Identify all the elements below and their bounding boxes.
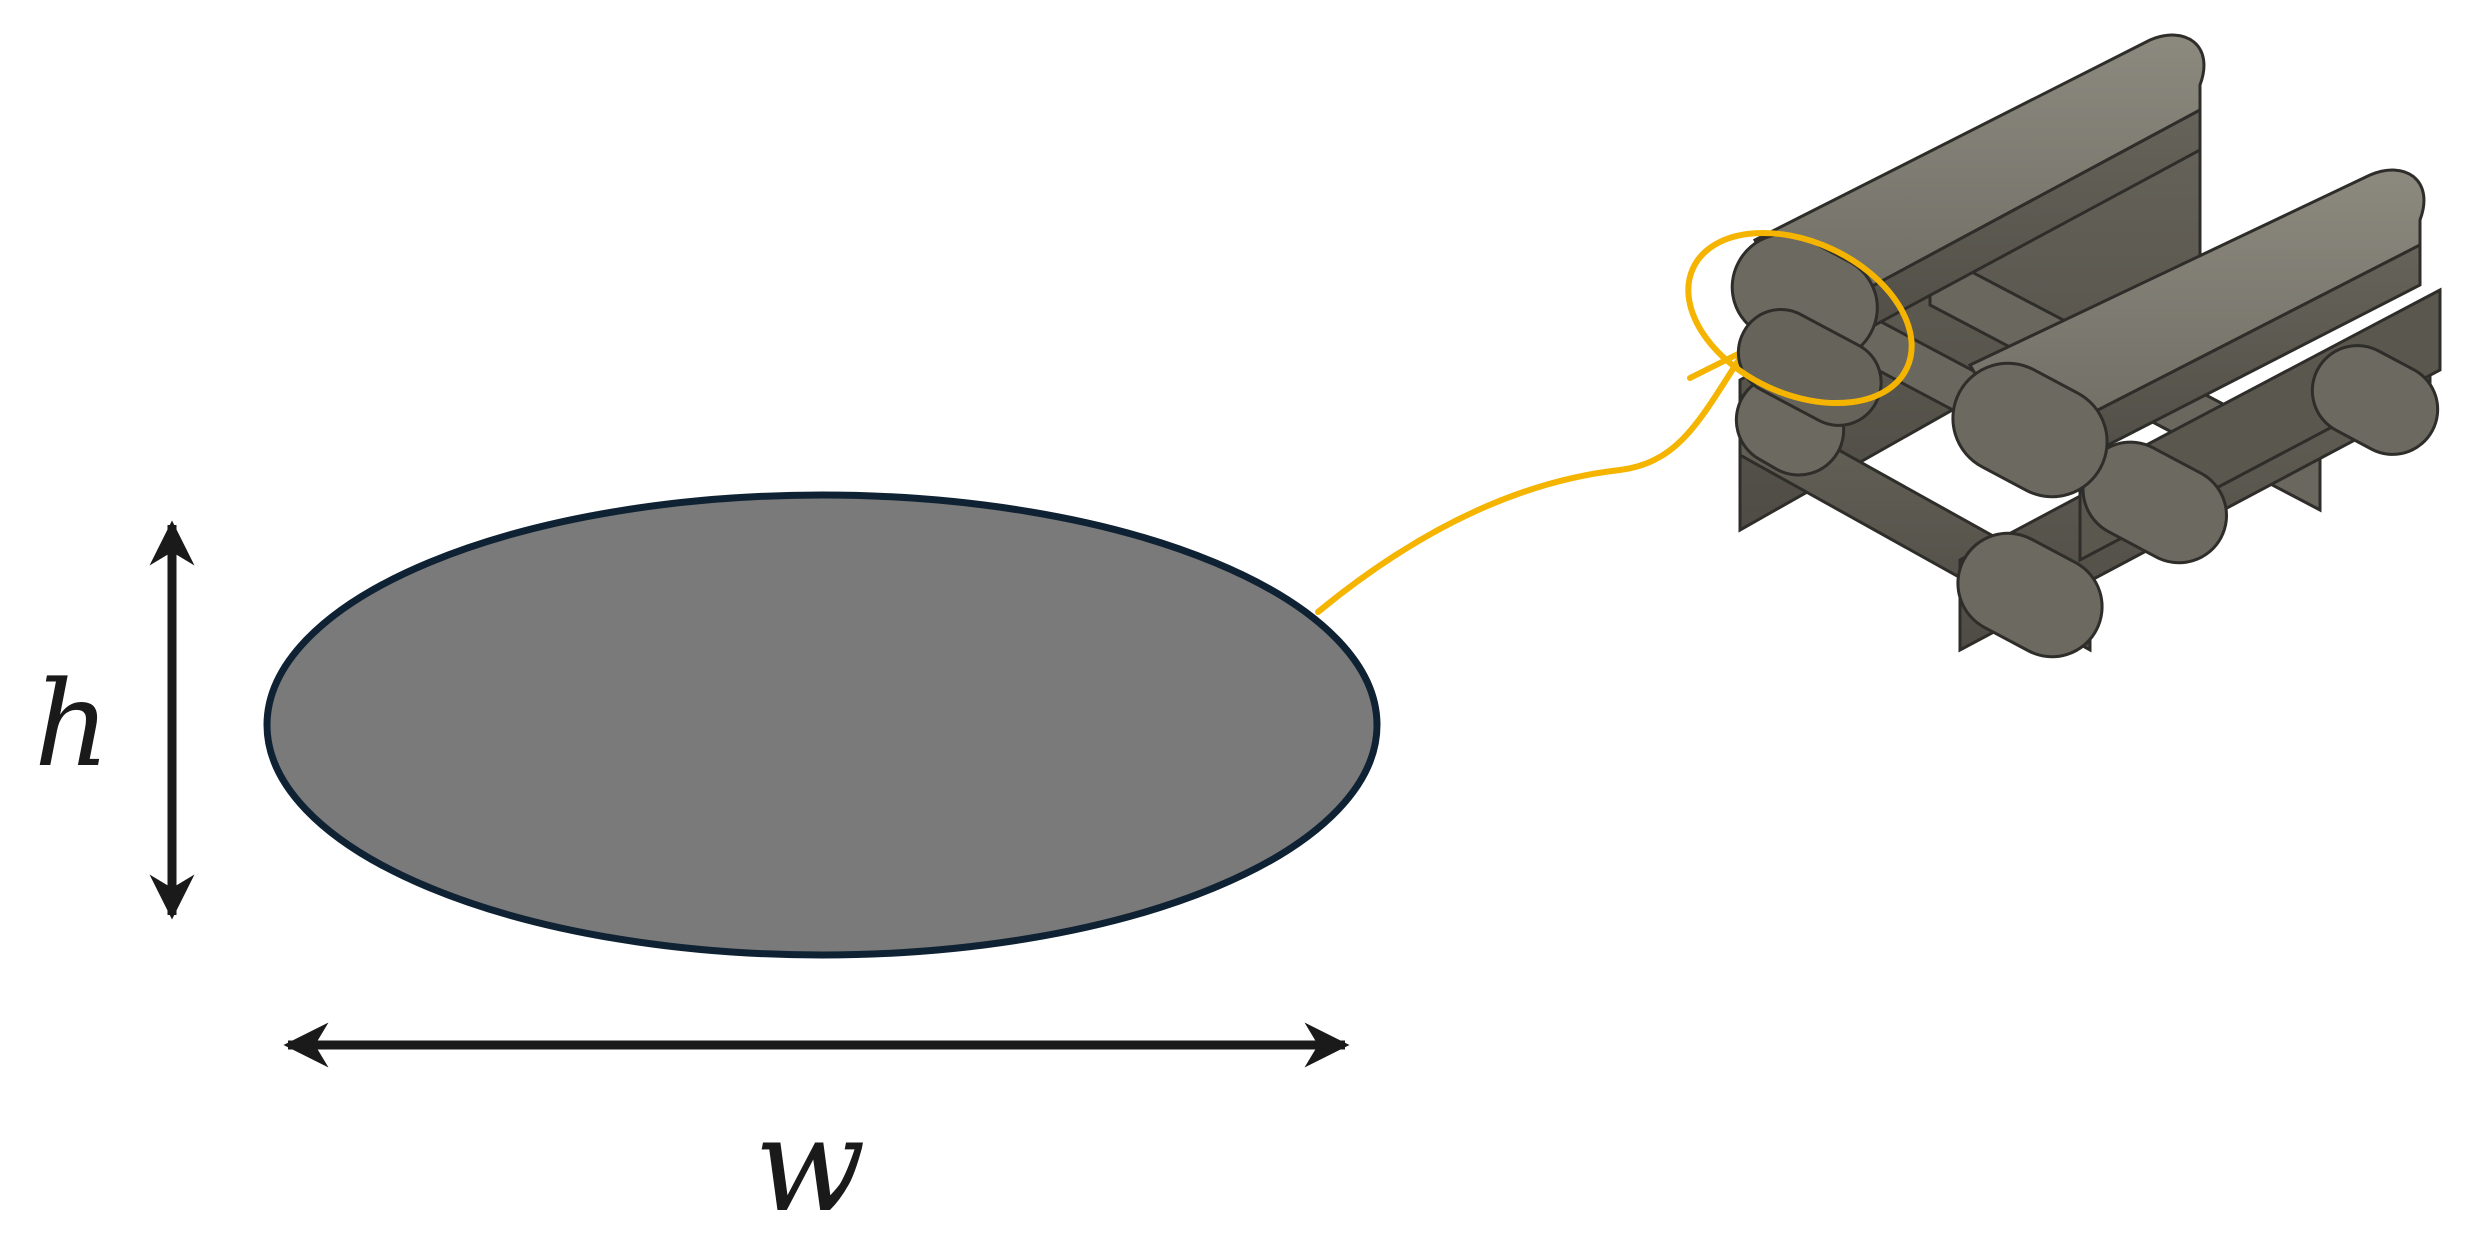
lattice-strand-second-left — [1736, 308, 1883, 427]
printed-lattice-3d — [1730, 33, 2442, 659]
height-label: h — [34, 655, 110, 793]
highlight-ellipse — [1685, 229, 1915, 407]
bead-cross-section-ellipse — [263, 491, 1381, 959]
lattice-strand-top-right — [1951, 168, 2426, 499]
width-label: w — [754, 1089, 865, 1241]
connector-arrow — [1315, 347, 1748, 615]
